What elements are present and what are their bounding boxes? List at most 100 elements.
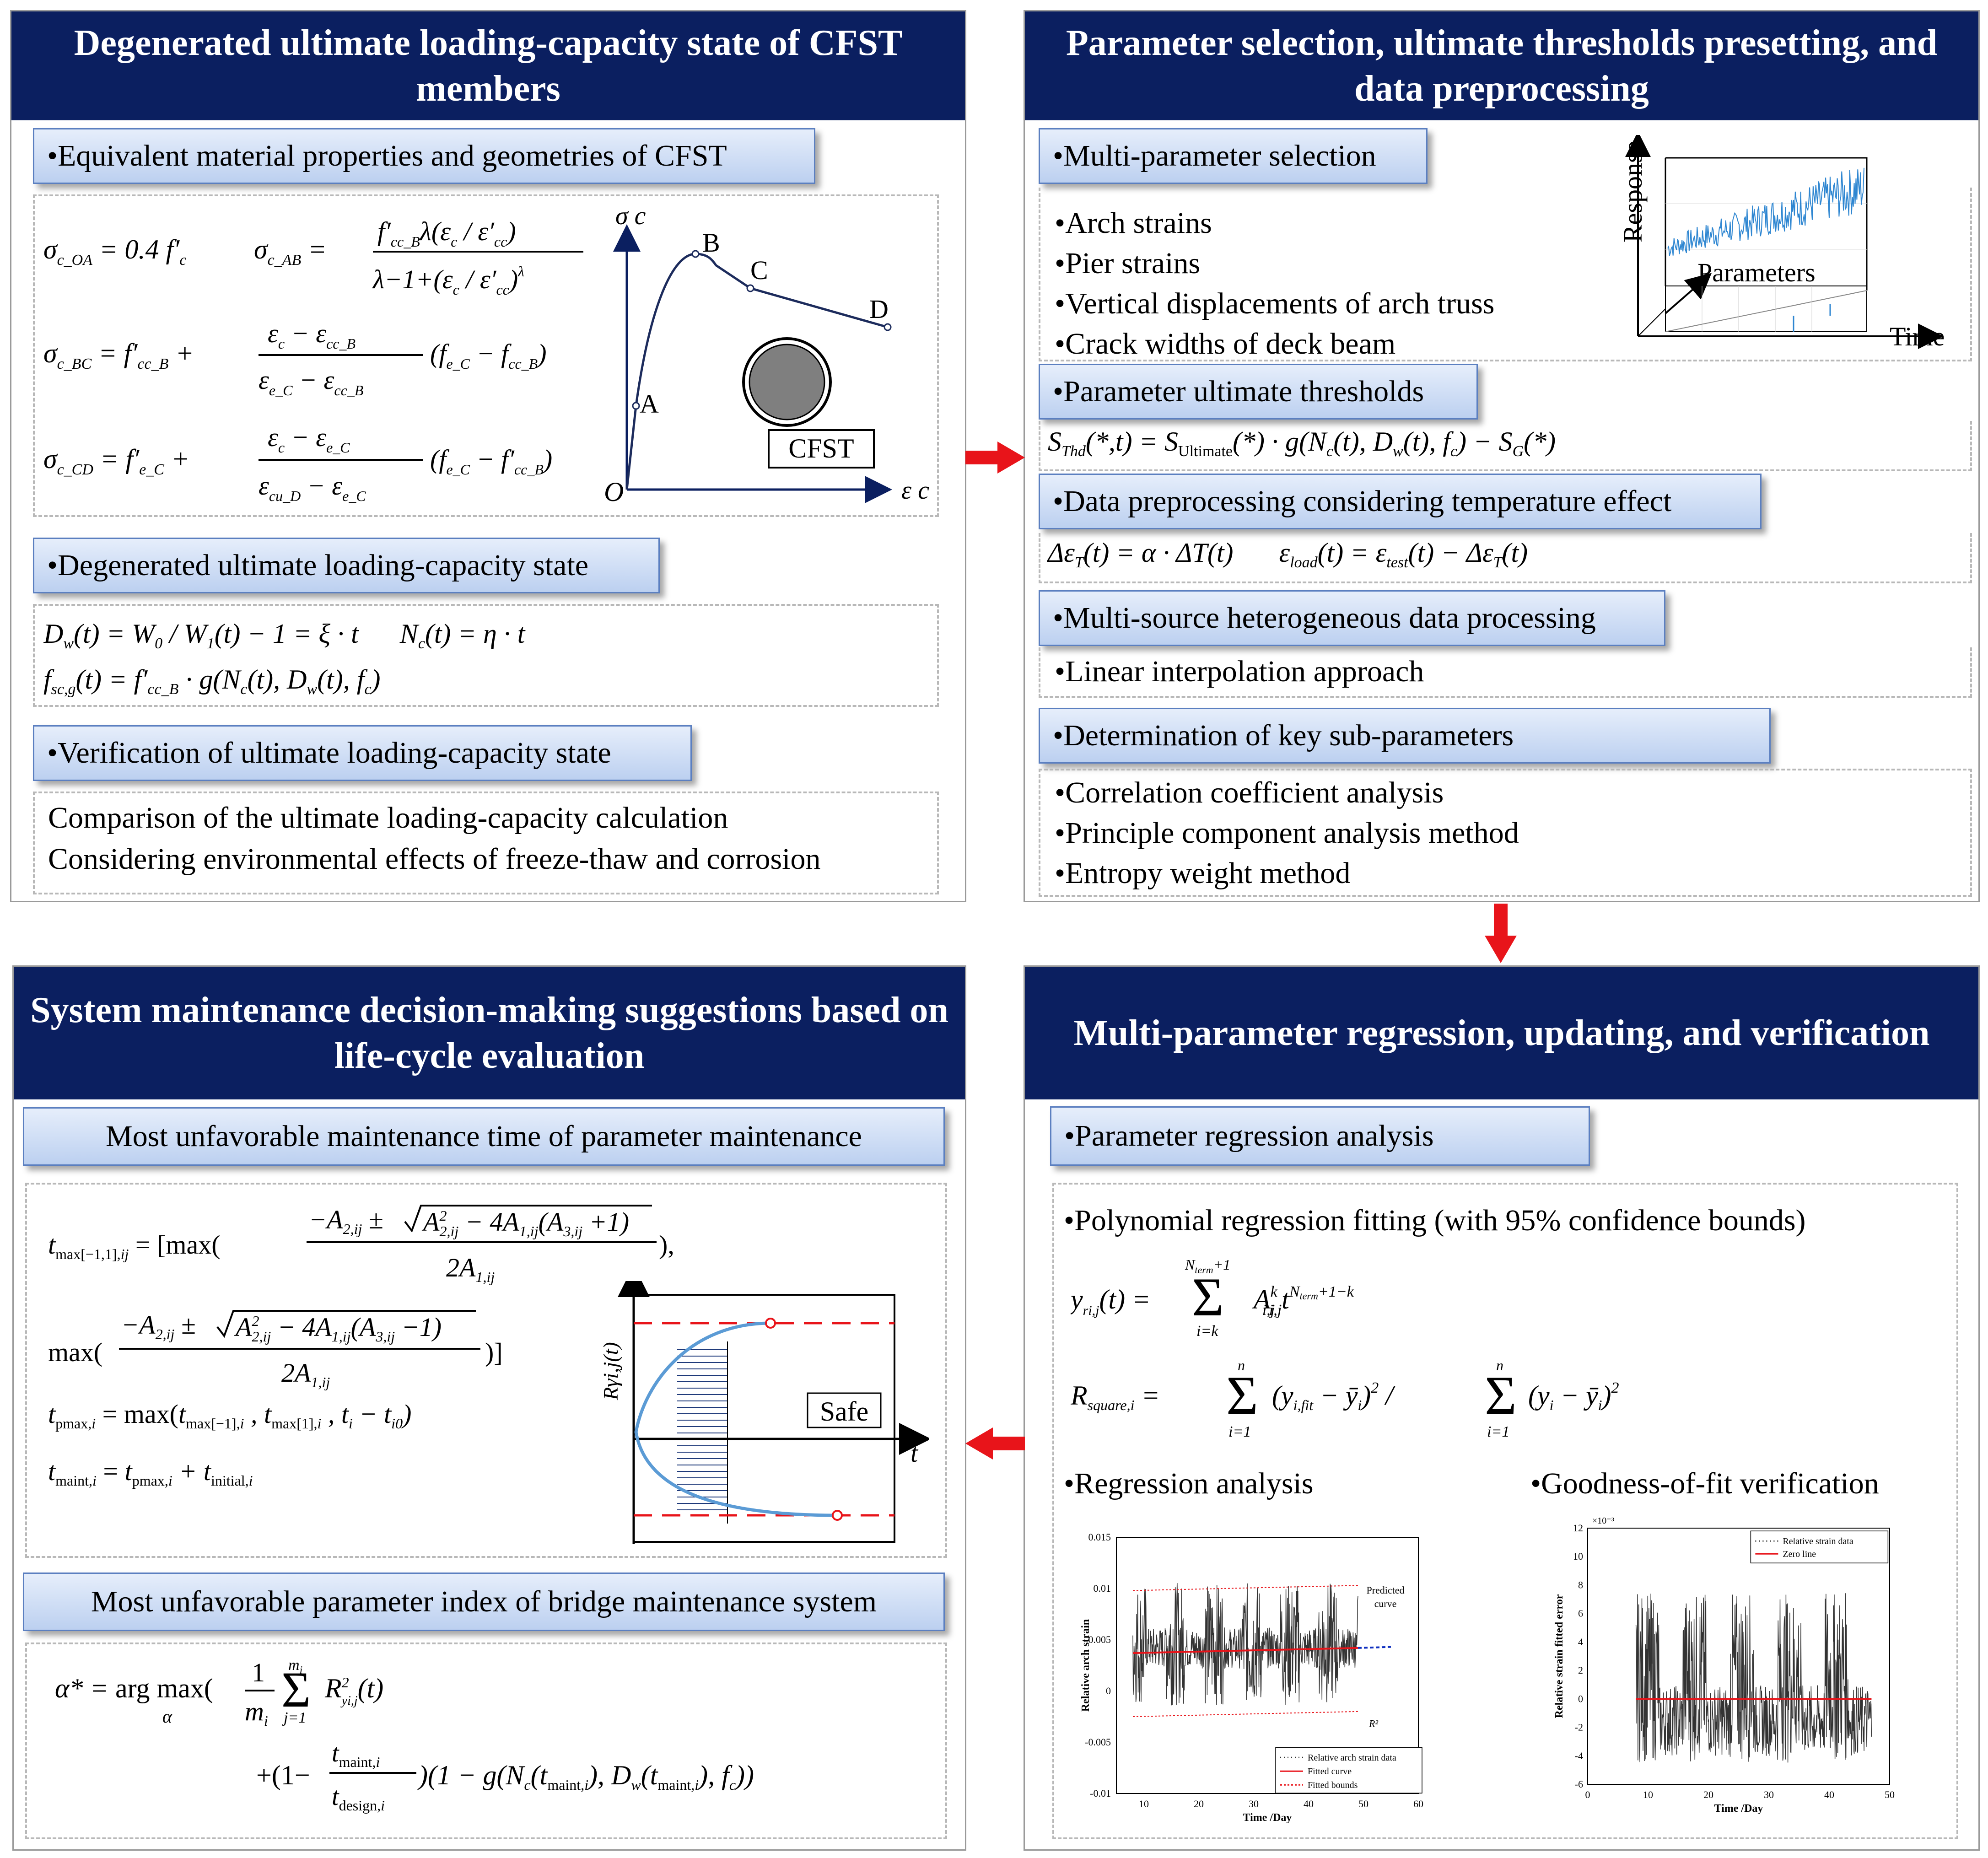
svg-text:j=1: j=1 xyxy=(282,1709,306,1726)
chart2-ytick: 6 xyxy=(1578,1608,1583,1619)
tag-verification: •Verification of ultimate loading-capaci… xyxy=(33,725,692,781)
cfst-section-label: CFST xyxy=(788,433,854,463)
chart1-legend-label: Fitted curve xyxy=(1308,1766,1352,1777)
svg-text:yri,j(t) =: yri,j(t) = xyxy=(1071,1284,1151,1318)
svg-text:σc_CD = f′e_C +: σc_CD = f′e_C + xyxy=(43,444,190,478)
chart2-xtick: 20 xyxy=(1703,1789,1713,1800)
chart2-xtick: 0 xyxy=(1585,1789,1590,1800)
svg-text:Σ: Σ xyxy=(1485,1365,1517,1426)
chart2-xlabel: Time /Day xyxy=(1714,1803,1763,1815)
svg-text:Σ: Σ xyxy=(1226,1365,1258,1426)
response-3d-plot: Response Parameters Time xyxy=(1618,131,1972,359)
box-degenerated-equations xyxy=(33,604,939,707)
tag-unfavorable-index: Most unfavorable parameter index of brid… xyxy=(23,1573,945,1631)
chart2-ytick: 4 xyxy=(1578,1636,1583,1648)
safe-region-svg: Safe t Rγi,j(t) xyxy=(599,1265,931,1544)
chart1-data-trace xyxy=(1132,1583,1358,1706)
svg-text:mi: mi xyxy=(245,1696,268,1729)
response-signal-trace xyxy=(1667,167,1864,256)
verification-line-2: Considering environmental effects of fre… xyxy=(48,842,821,876)
svg-text:σc_OA = 0.4 f′c: σc_OA = 0.4 f′c xyxy=(43,234,186,269)
svg-text:(yi − ȳi)2: (yi − ȳi)2 xyxy=(1528,1379,1619,1413)
interpolation-text: •Linear interpolation approach xyxy=(1055,655,1424,688)
curve-origin-label: O xyxy=(604,477,624,507)
method-correlation: •Correlation coefficient analysis xyxy=(1055,776,1444,809)
chart1-xtick: 30 xyxy=(1249,1798,1259,1810)
chart1-ytick: -0.01 xyxy=(1090,1788,1111,1799)
svg-text:(fe_C − f′cc_B): (fe_C − f′cc_B) xyxy=(430,444,552,478)
svg-text:)(1 − g(Nc(tmaint,i), Dw(tmain: )(1 − g(Nc(tmaint,i), Dw(tmaint,i), fc)) xyxy=(417,1760,754,1793)
svg-text:−A2,ij ±: −A2,ij ± xyxy=(121,1310,196,1342)
svg-text:tmax[−1,1],ij = [max(: tmax[−1,1],ij = [max( xyxy=(48,1230,221,1262)
poly-regression-text: •Polynomial regression fitting (with 95%… xyxy=(1064,1204,1806,1237)
svg-text:i=1: i=1 xyxy=(1487,1423,1509,1440)
curve-point-c: C xyxy=(750,255,768,285)
eq-sigma-bc-svg: σc_BC = f′cc_B + εc − εcc_B εe_C − εcc_B… xyxy=(43,318,547,399)
safe-label: Safe xyxy=(820,1396,869,1427)
tag-unfavorable-time: Most unfavorable maintenance time of par… xyxy=(23,1107,945,1166)
box-interpolation xyxy=(1039,647,1972,698)
svg-text:Aki,jtNterm+1−ki,j: Aki,jtNterm+1−ki,j xyxy=(1252,1283,1354,1319)
eq-sigma-oa-ab: σc_OA = 0.4 f′c σc_AB = f′cc_Bλ(εc / ε′c… xyxy=(43,204,593,304)
arrow-down-icon xyxy=(1485,904,1517,963)
curve-y-label: σ c xyxy=(615,202,646,230)
svg-text:σc_AB =: σc_AB = xyxy=(254,234,327,269)
box-alpha-equation xyxy=(25,1643,947,1839)
panel-parameter-selection-title: Parameter selection, ultimate thresholds… xyxy=(1025,11,1978,120)
tag-multi-source: •Multi-source heterogeneous data process… xyxy=(1039,590,1665,646)
chart1-legend-label: Relative arch strain data xyxy=(1308,1753,1396,1763)
chart2-legend-label: Zero line xyxy=(1783,1549,1816,1559)
box-regression xyxy=(1052,1183,1958,1839)
tag-ultimate-thresholds: •Parameter ultimate thresholds xyxy=(1039,364,1478,420)
curve-point-b: B xyxy=(702,228,720,258)
svg-text:i=1: i=1 xyxy=(1228,1423,1251,1440)
goodness-of-fit-label: •Goodness-of-fit verification xyxy=(1530,1467,1879,1500)
eq-sigma-oa-ab-svg: σc_OA = 0.4 f′c σc_AB = f′cc_Bλ(εc / ε′c… xyxy=(43,216,583,298)
box-methods xyxy=(1039,769,1972,897)
svg-text:fsc,g(t) = f′cc_B · g(Nc(t), D: fsc,g(t) = f′cc_B · g(Nc(t), Dw(t), fc) xyxy=(43,664,381,698)
svg-text:λ−1+(εc / ε′cc)λ: λ−1+(εc / ε′cc)λ xyxy=(372,263,524,298)
chart1-ylabel: Relative arch strain xyxy=(1080,1619,1092,1712)
chart2-ytick: -6 xyxy=(1575,1778,1583,1790)
chart1-ytick: 0.01 xyxy=(1094,1583,1111,1594)
eq-rsquare: Rsquare,i = n Σ i=1 (yi,fit − ȳi)2 / n Σ… xyxy=(1070,1350,1620,1450)
svg-text:n: n xyxy=(1238,1357,1245,1373)
chart2-exponent: ×10⁻³ xyxy=(1592,1516,1614,1526)
chart2-legend-label: Relative strain data xyxy=(1783,1536,1853,1546)
svg-text:A22,ij − 4A1,ij(A3,ij −1): A22,ij − 4A1,ij(A3,ij −1) xyxy=(234,1312,442,1345)
stress-strain-svg: σ c ε c O A B C D CFST xyxy=(604,202,929,507)
chart2-ytick: 12 xyxy=(1573,1522,1583,1534)
chart1-ytick: 0.005 xyxy=(1088,1634,1111,1645)
chart1-xtick: 60 xyxy=(1413,1798,1423,1810)
curve-point-a: A xyxy=(640,389,659,419)
plot3d-x-label: Time xyxy=(1890,322,1945,351)
safe-y-label: Rγi,j(t) xyxy=(599,1342,622,1400)
chart1-legend-label: Fitted bounds xyxy=(1308,1780,1358,1790)
svg-text:−A2,ij ±: −A2,ij ± xyxy=(309,1205,383,1237)
box-parameter-list xyxy=(1039,188,1972,361)
chart1-annot: curve xyxy=(1374,1598,1397,1609)
svg-text:(fe_C − fcc_B): (fe_C − fcc_B) xyxy=(430,339,547,372)
svg-text:Dw(t) = W0 / W1(t) − 1 = ξ · t: Dw(t) = W0 / W1(t) − 1 = ξ · tNc(t) = η … xyxy=(43,619,526,652)
svg-text:1: 1 xyxy=(252,1658,265,1687)
box-stress-equations xyxy=(33,194,939,517)
eq-tmaint: tmaint,i = tpmax,i + tinitial,i xyxy=(48,1450,460,1501)
svg-text:Σ: Σ xyxy=(1192,1266,1224,1327)
chart1-xtick: 40 xyxy=(1304,1798,1314,1810)
eq-fsc: fsc,g(t) = f′cc_B · g(Nc(t), Dw(t), fc) xyxy=(43,659,684,702)
chart1-ytick: -0.005 xyxy=(1085,1736,1111,1748)
chart1-r2: R² xyxy=(1368,1718,1378,1729)
chart1-xtick: 10 xyxy=(1139,1798,1149,1810)
svg-text:A22,ij − 4A1,ij(A3,ij +1): A22,ij − 4A1,ij(A3,ij +1) xyxy=(421,1207,629,1239)
chart2-data-trace xyxy=(1635,1593,1872,1763)
chart1-xtick: 50 xyxy=(1358,1798,1368,1810)
chart1-lower-bound xyxy=(1132,1711,1358,1717)
tag-key-sub-parameters: •Determination of key sub-parameters xyxy=(1039,708,1771,764)
svg-text:σc_BC = f′cc_B +: σc_BC = f′cc_B + xyxy=(43,338,194,372)
